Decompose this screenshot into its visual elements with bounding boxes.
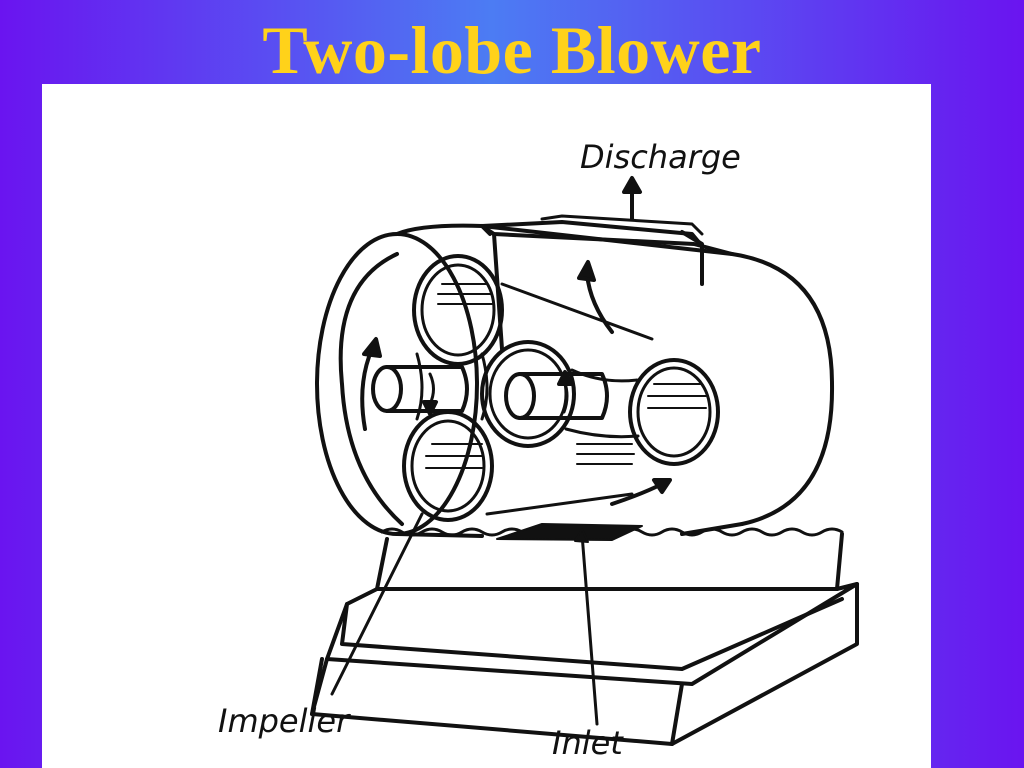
discharge-duct: [480, 214, 734, 351]
label-leader-lines: [330, 512, 599, 726]
slide-title: Two-lobe Blower: [262, 12, 762, 88]
air-flow-arrow-bottom: [610, 478, 672, 506]
blower-casing: [315, 223, 835, 538]
label-impeller: Impeller: [218, 702, 351, 740]
label-discharge: Discharge: [580, 138, 741, 176]
shaft-right: [504, 370, 609, 420]
base-pedestal: [310, 527, 859, 746]
impeller-left: [402, 254, 654, 522]
inlet-opening: [496, 523, 643, 541]
discharge-arrow: [622, 176, 642, 221]
air-flow-arrow-top: [577, 260, 614, 334]
label-inlet: Inlet: [552, 724, 624, 762]
shaft-left: [371, 365, 469, 416]
figure-panel: Discharge Impeller Inlet: [42, 84, 931, 768]
rotation-arrow-left: [360, 337, 382, 431]
blower-diagram: Discharge Impeller Inlet: [218, 138, 859, 762]
impeller-right: [480, 340, 720, 466]
